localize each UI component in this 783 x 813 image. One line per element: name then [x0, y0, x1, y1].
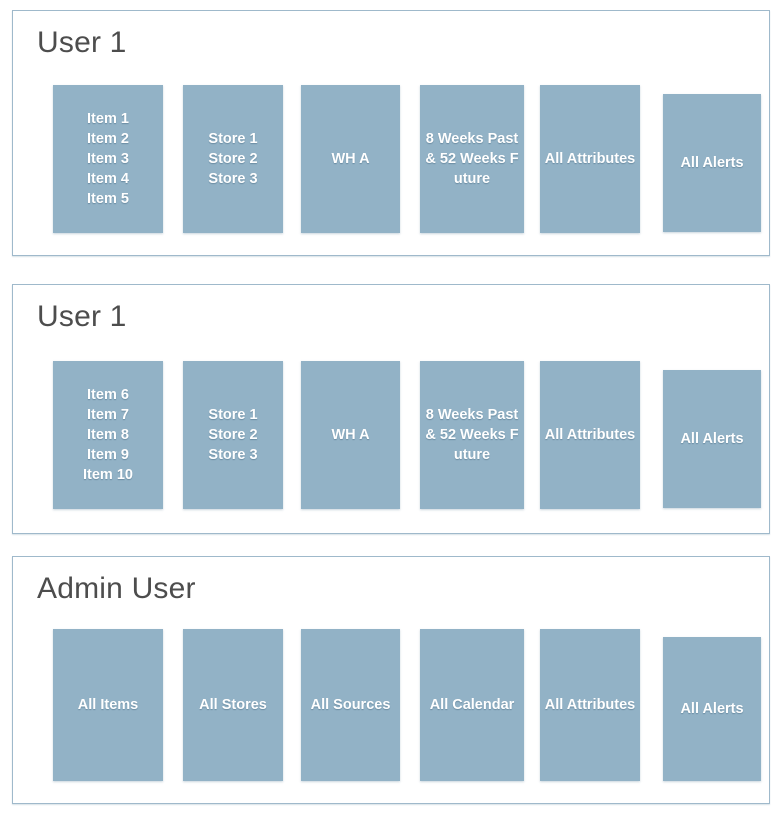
scope-box-source[interactable]: All Sources	[301, 629, 400, 781]
scope-box-alerts[interactable]: All Alerts	[663, 370, 761, 508]
user-scope-panel: User 1 Item 6 Item 7 Item 8 Item 9 Item …	[12, 284, 770, 534]
scope-box-items[interactable]: All Items	[53, 629, 163, 781]
scope-box-stores[interactable]: Store 1 Store 2 Store 3	[183, 361, 283, 509]
scope-box-items[interactable]: Item 1 Item 2 Item 3 Item 4 Item 5	[53, 85, 163, 233]
scope-box-row: Item 1 Item 2 Item 3 Item 4 Item 5 Store…	[13, 85, 769, 245]
panel-title: User 1	[37, 300, 127, 333]
scope-box-alerts[interactable]: All Alerts	[663, 94, 761, 232]
user-scope-panel: User 1 Item 1 Item 2 Item 3 Item 4 Item …	[12, 10, 770, 256]
scope-box-attributes[interactable]: All Attributes	[540, 85, 640, 233]
scope-box-stores[interactable]: Store 1 Store 2 Store 3	[183, 85, 283, 233]
scope-box-calendar[interactable]: All Calendar	[420, 629, 524, 781]
panel-title: Admin User	[37, 572, 196, 605]
scope-box-source[interactable]: WH A	[301, 85, 400, 233]
scope-box-calendar[interactable]: 8 Weeks Past & 52 Weeks Future	[420, 361, 524, 509]
panel-title: User 1	[37, 26, 127, 59]
scope-box-items[interactable]: Item 6 Item 7 Item 8 Item 9 Item 10	[53, 361, 163, 509]
scope-box-row: Item 6 Item 7 Item 8 Item 9 Item 10 Stor…	[13, 361, 769, 521]
scope-box-row: All Items All Stores All Sources All Cal…	[13, 629, 769, 789]
scope-box-stores[interactable]: All Stores	[183, 629, 283, 781]
scope-box-attributes[interactable]: All Attributes	[540, 361, 640, 509]
admin-scope-panel: Admin User All Items All Stores All Sour…	[12, 556, 770, 804]
scope-box-alerts[interactable]: All Alerts	[663, 637, 761, 781]
scope-box-source[interactable]: WH A	[301, 361, 400, 509]
scope-box-calendar[interactable]: 8 Weeks Past & 52 Weeks Future	[420, 85, 524, 233]
scope-box-attributes[interactable]: All Attributes	[540, 629, 640, 781]
